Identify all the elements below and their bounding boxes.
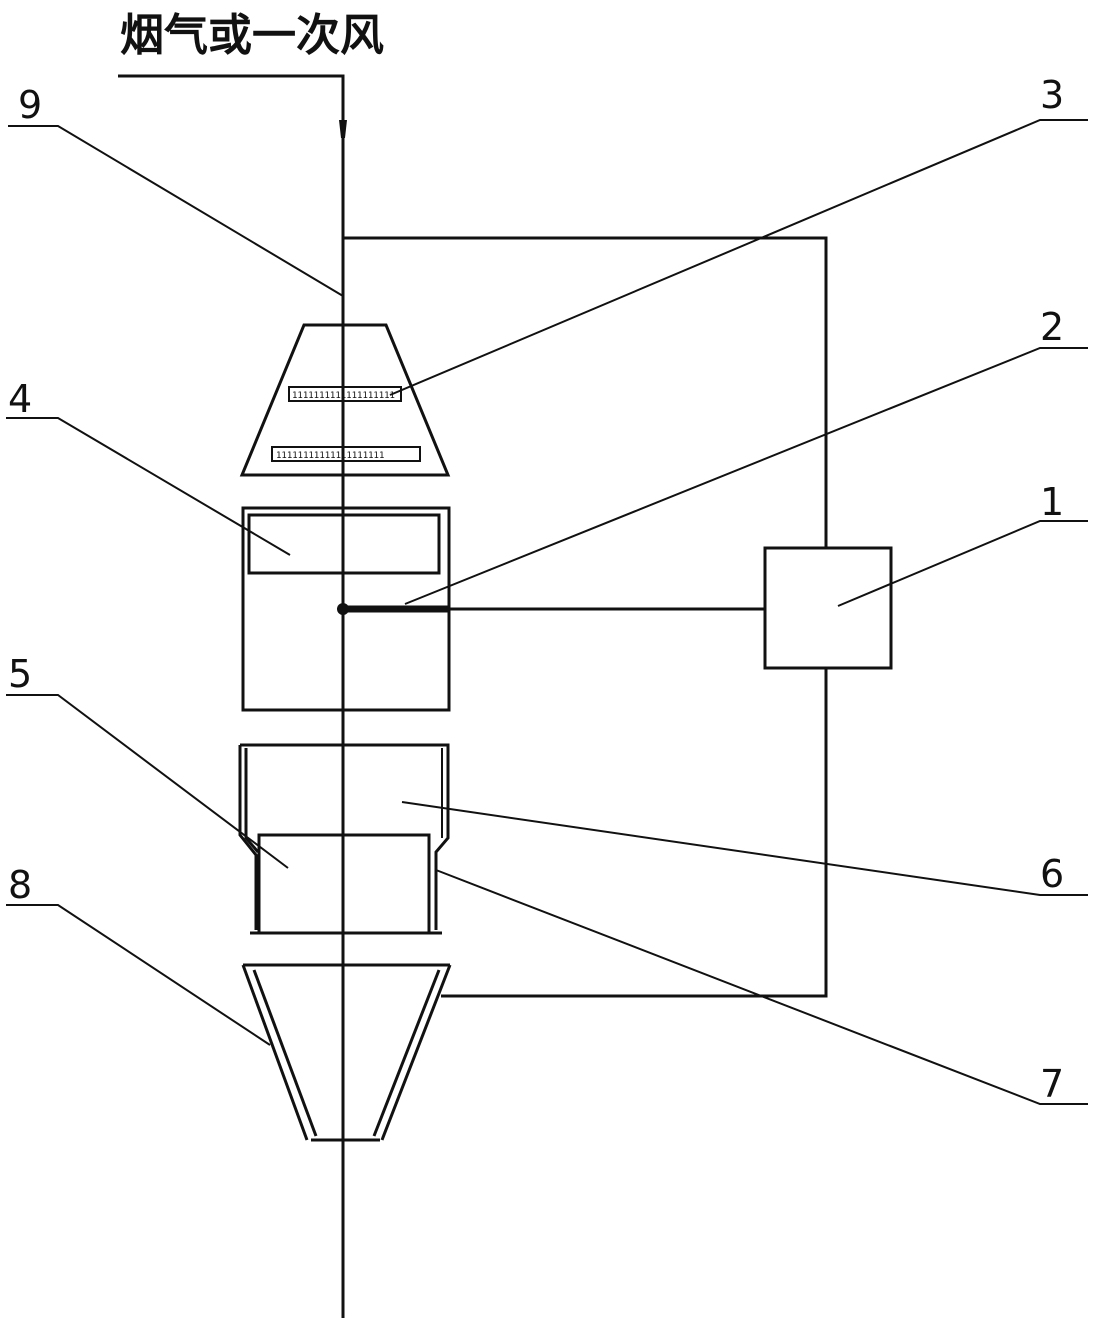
hopper-right-inner: [372, 969, 441, 1137]
component-4-inner-panel: [247, 513, 441, 575]
leader-1: [837, 520, 1088, 607]
component-3-trapezoid: [239, 323, 451, 477]
leader-7: [435, 869, 1088, 1105]
leader-4: [6, 417, 291, 556]
component-3-strip-upper: [288, 386, 402, 402]
label-3: 3: [1040, 73, 1064, 117]
inlet-pipe-line: [118, 74, 345, 1318]
component-6-left-inner: [244, 748, 260, 853]
diagram-title: 烟气或一次风: [120, 10, 384, 61]
leader-5: [6, 694, 289, 869]
label-4: 4: [8, 377, 32, 421]
hopper-left-outer: [241, 964, 309, 1141]
label-2: 2: [1040, 305, 1064, 349]
label-9: 9: [18, 83, 42, 127]
component-3-strip-lower: [271, 446, 421, 462]
control-loop-bottom: [441, 668, 828, 998]
leader-3: [389, 119, 1088, 396]
label-7: 7: [1040, 1062, 1064, 1106]
label-6: 6: [1040, 852, 1064, 896]
label-1: 1: [1040, 480, 1064, 524]
component-1-controller: [763, 546, 893, 670]
component-6-right-wall: [240, 743, 450, 930]
leader-2: [404, 347, 1088, 605]
label-8: 8: [8, 863, 32, 907]
strip-upper-text: 1111111111111111111: [292, 391, 395, 401]
control-loop-top: [343, 236, 828, 548]
flow-arrow-icon: [339, 120, 347, 138]
strip-lower-text: 11111111111111111111: [276, 451, 384, 461]
leader-9: [8, 125, 344, 297]
hopper-left-inner: [252, 969, 318, 1137]
hopper-right-outer: [380, 964, 452, 1141]
component-6-left-wall: [238, 745, 258, 930]
label-5: 5: [8, 652, 32, 696]
leader-8: [6, 904, 271, 1046]
leader-6: [401, 801, 1088, 896]
